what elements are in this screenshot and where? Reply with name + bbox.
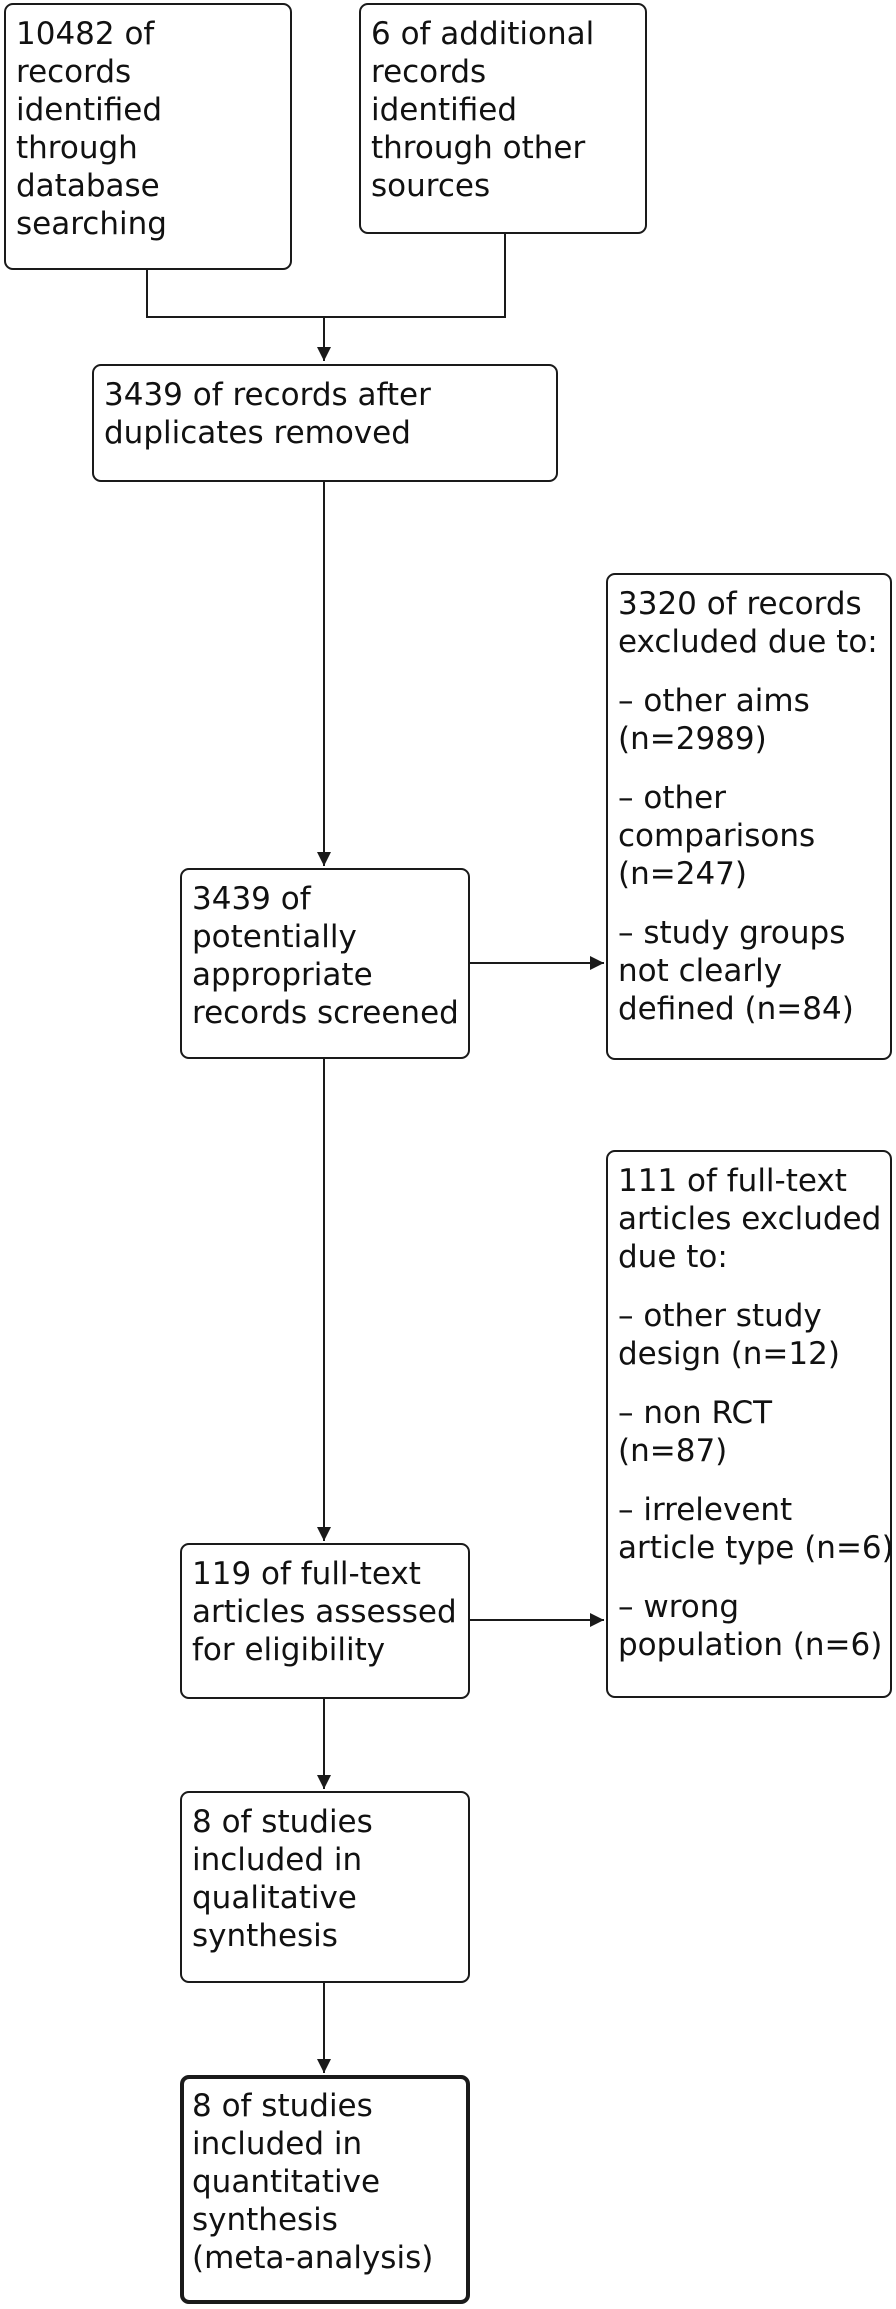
node-records-screened: 3439 of potentially appropriate records … [180, 868, 470, 1059]
edge-other-sources-to-merge [324, 234, 506, 318]
node-qualitative-synthesis: 8 of studies included in qualitative syn… [180, 1791, 470, 1983]
node-text-line: included in [192, 2126, 363, 2162]
node-text-line: due to: [618, 1239, 728, 1275]
node-text-line: – other [618, 780, 726, 816]
node-text-line: – study groups [618, 915, 846, 951]
node-text-line: synthesis [192, 1918, 338, 1954]
node-text-line: population (n=6) [618, 1627, 883, 1663]
node-records-excluded: 3320 of records excluded due to: – other… [606, 573, 892, 1060]
node-text-line: design (n=12) [618, 1336, 840, 1372]
node-text-line: 3320 of records [618, 586, 862, 622]
node-text-line: included in [192, 1842, 363, 1878]
exclusion-reason: – study groups not clearly defined (n=84… [618, 914, 880, 1028]
node-text-line: identified [371, 92, 518, 128]
node-text-line: through other [371, 130, 586, 166]
node-text-line: records [371, 54, 487, 90]
node-text-line: articles excluded [618, 1201, 882, 1237]
node-text-line: defined (n=84) [618, 991, 854, 1027]
excluded-heading: 3320 of records excluded due to: [618, 585, 880, 661]
exclusion-reason: – other comparisons (n=247) [618, 779, 880, 893]
node-database-search: 10482 of records identified through data… [4, 3, 292, 270]
node-text-line: – other aims [618, 683, 810, 719]
node-text-line: duplicates removed [104, 415, 411, 451]
node-text-line: – non RCT [618, 1395, 773, 1431]
node-text-line: database [16, 168, 160, 204]
node-text-line: – wrong [618, 1589, 740, 1625]
exclusion-reason: – irrelevent article type (n=6) [618, 1491, 894, 1567]
node-text-line: through [16, 130, 138, 166]
node-text-line: not clearly [618, 953, 783, 989]
exclusion-reason: – other study design (n=12) [618, 1297, 880, 1373]
node-text-line: 8 of studies [192, 1804, 373, 1840]
excluded-heading: 111 of full-text articles excluded due t… [618, 1162, 882, 1276]
node-fulltext-excluded: 111 of full-text articles excluded due t… [606, 1150, 894, 1698]
node-text-line: – irrelevent [618, 1492, 793, 1528]
node-text-line: for eligibility [192, 1632, 386, 1668]
node-text-line: sources [371, 168, 491, 204]
node-text-line: (meta-analysis) [192, 2240, 434, 2276]
node-text-line: – other study [618, 1298, 822, 1334]
node-text-line: articles assessed [192, 1594, 457, 1630]
node-text-line: searching [16, 206, 167, 242]
node-text-line: appropriate [192, 957, 373, 993]
node-text-line: 8 of studies [192, 2088, 373, 2124]
node-after-duplicates: 3439 of records after duplicates removed [92, 364, 558, 482]
exclusion-reason: – other aims (n=2989) [618, 682, 880, 758]
node-text-line: potentially [192, 919, 357, 955]
node-quantitative-synthesis: 8 of studies included in quantitative sy… [180, 2075, 470, 2304]
node-text-line: qualitative [192, 1880, 357, 1916]
node-text-line: 6 of additional [371, 16, 595, 52]
node-text-line: 111 of full-text [618, 1163, 847, 1199]
exclusion-reason: – non RCT (n=87) [618, 1394, 880, 1470]
node-text-line: identified [16, 92, 163, 128]
node-text-line: (n=2989) [618, 721, 767, 757]
node-other-sources: 6 of additional records identified throu… [359, 3, 647, 234]
node-fulltext-assessed: 119 of full-text articles assessed for e… [180, 1543, 470, 1699]
node-text-line: 3439 of records after [104, 377, 431, 413]
node-text-line: 119 of full-text [192, 1556, 421, 1592]
node-text-line: comparisons [618, 818, 816, 854]
edge-db-search-to-merge [146, 270, 324, 318]
node-text-line: synthesis [192, 2202, 338, 2238]
node-text-line: records screened [192, 995, 459, 1031]
node-text-line: excluded due to: [618, 624, 878, 660]
exclusion-reason: – wrong population (n=6) [618, 1588, 883, 1664]
node-text-line: (n=247) [618, 856, 747, 892]
node-text-line: 3439 of [192, 881, 311, 917]
node-text-line: 10482 of [16, 16, 155, 52]
node-text-line: quantitative [192, 2164, 381, 2200]
node-text-line: (n=87) [618, 1433, 728, 1469]
node-text-line: records [16, 54, 132, 90]
node-text-line: article type (n=6) [618, 1530, 894, 1566]
